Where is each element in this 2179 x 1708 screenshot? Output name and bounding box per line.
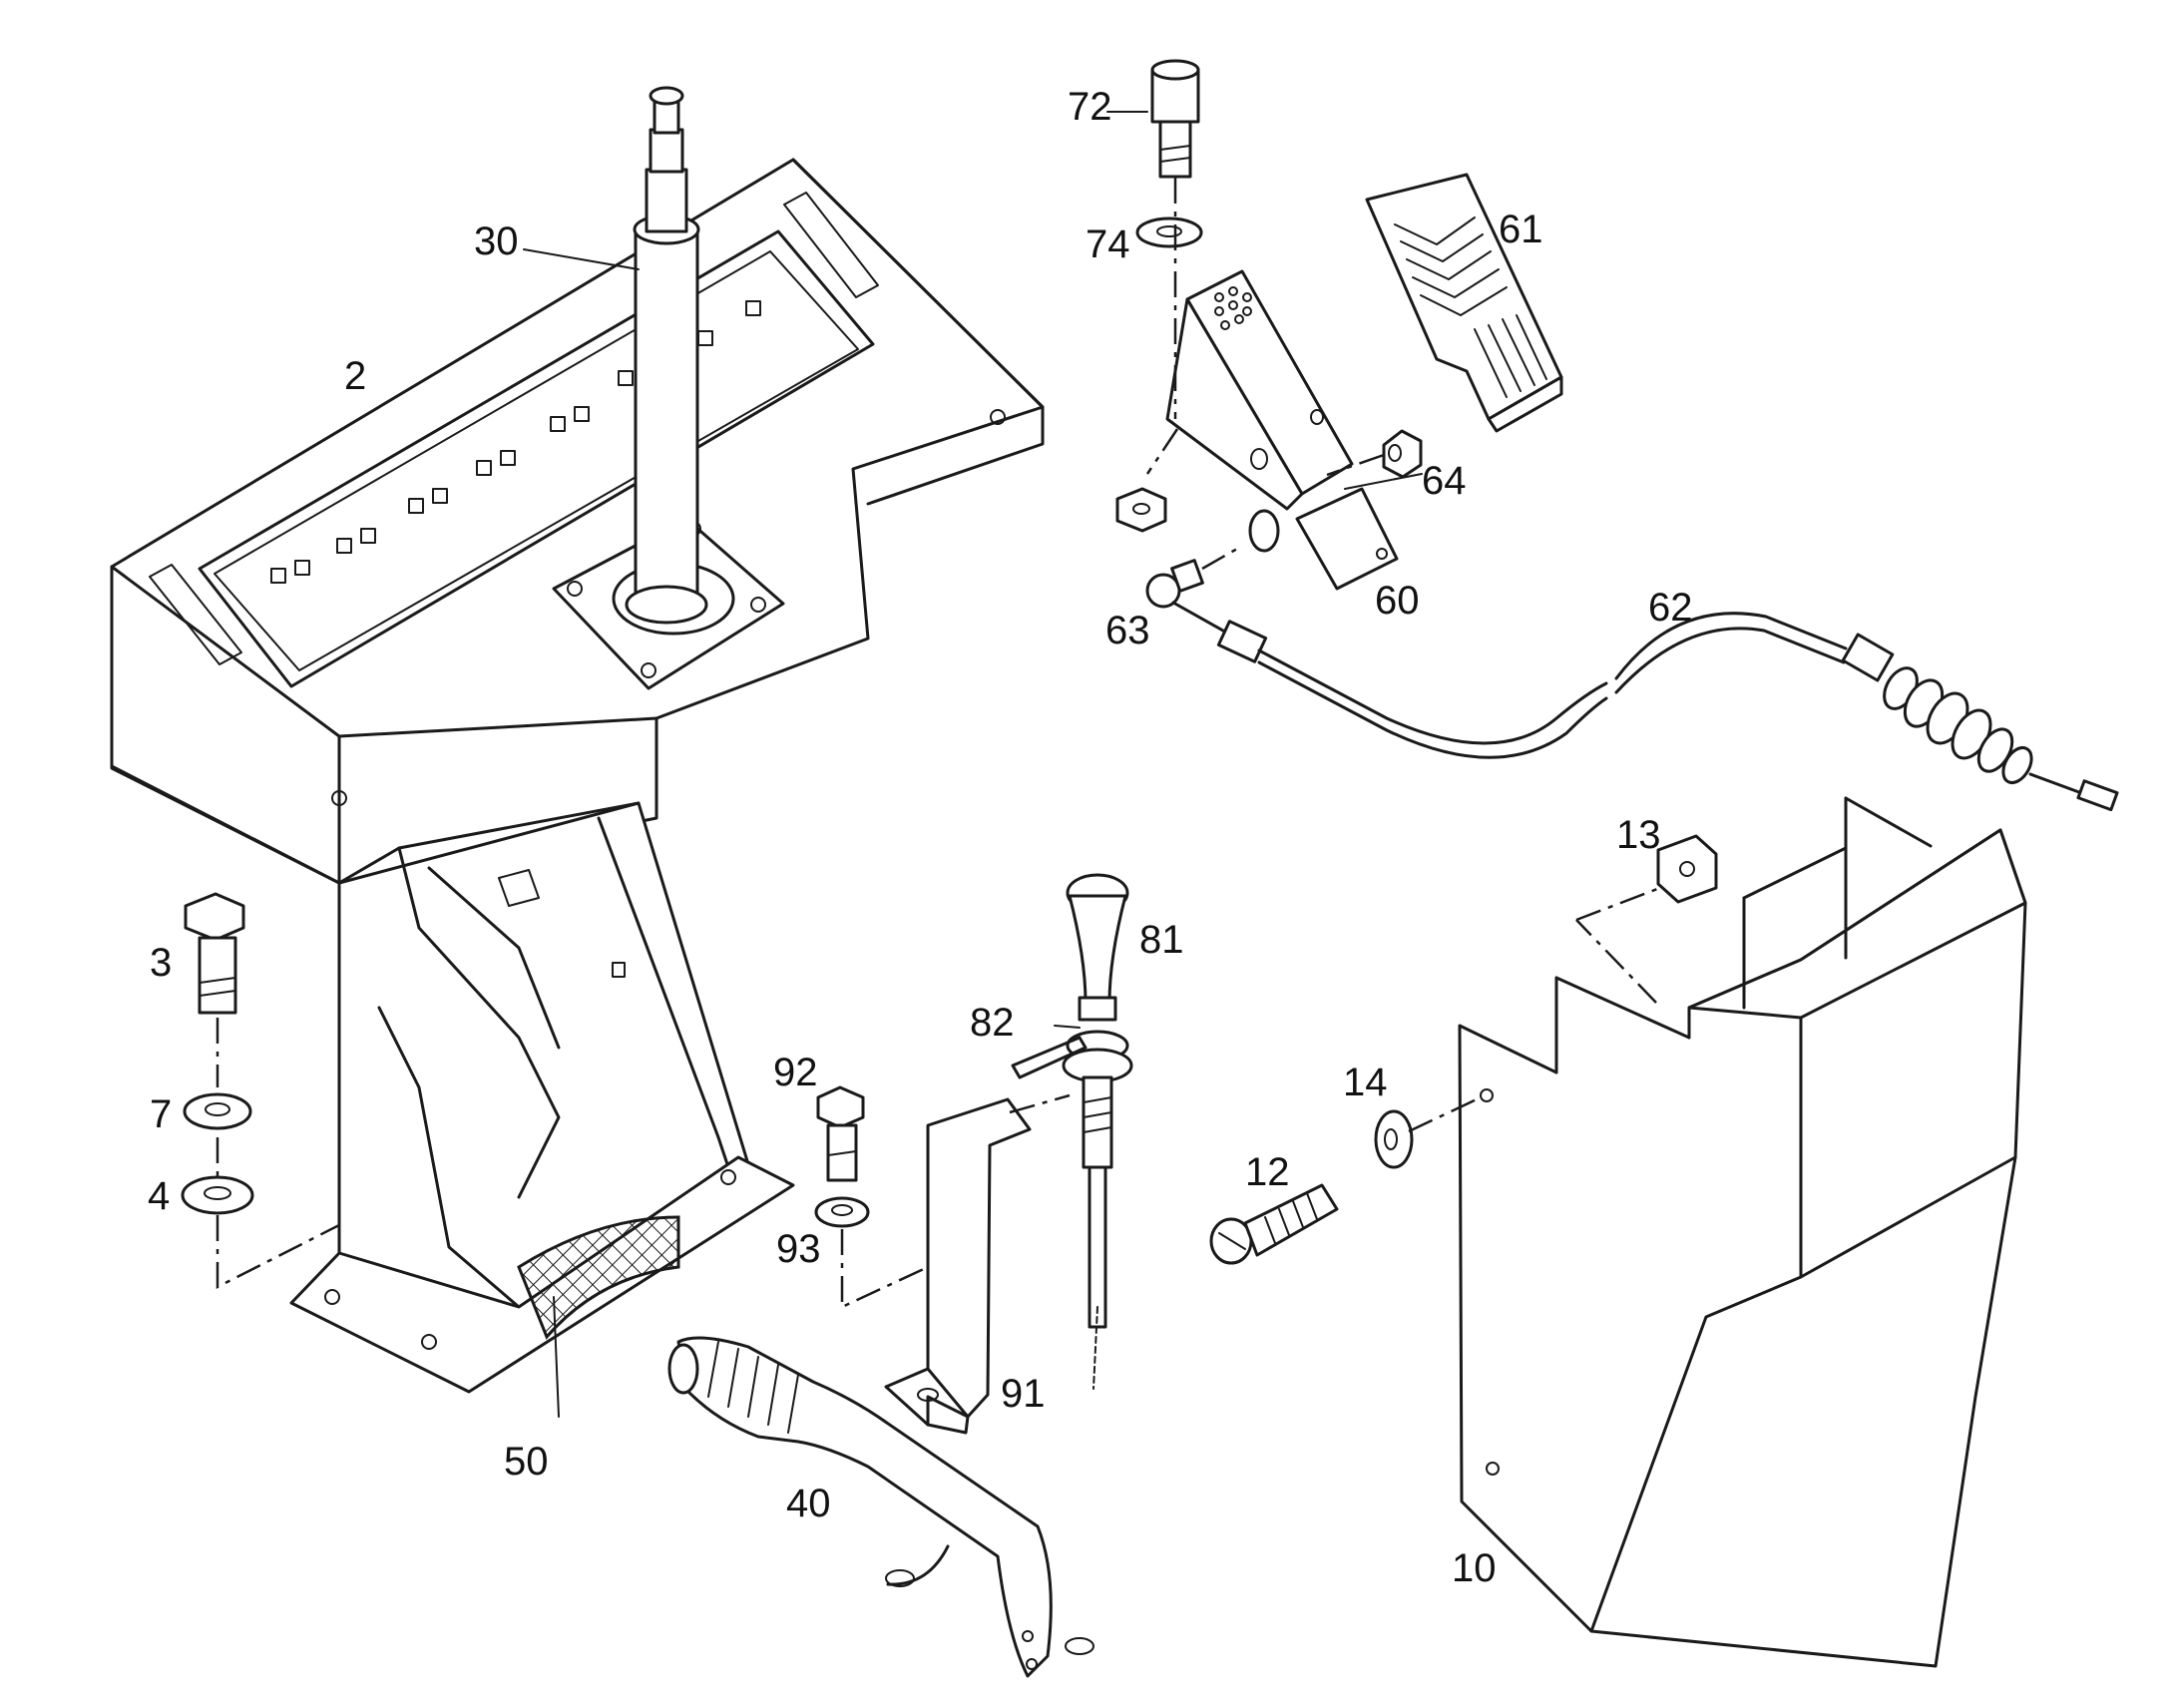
label-14: 14 bbox=[1343, 1061, 1388, 1104]
label-81: 81 bbox=[1139, 918, 1184, 962]
part-labels: 2 30 72 74 61 64 60 63 62 13 81 82 92 93… bbox=[148, 85, 1693, 1590]
label-40: 40 bbox=[786, 1482, 831, 1525]
nut-left bbox=[1115, 487, 1167, 533]
label-74: 74 bbox=[1086, 222, 1130, 266]
handbrake-lever-40 bbox=[667, 1336, 1094, 1678]
label-60: 60 bbox=[1375, 579, 1420, 623]
cap-screw-72 bbox=[1150, 59, 1200, 179]
accelerator-pedal-60 bbox=[1145, 178, 1399, 591]
label-10: 10 bbox=[1452, 1546, 1497, 1590]
pedal-grip-dots bbox=[1214, 286, 1252, 330]
label-13: 13 bbox=[1616, 813, 1661, 857]
bolt-92 bbox=[816, 1085, 865, 1182]
label-63: 63 bbox=[1105, 609, 1150, 652]
shift-column bbox=[625, 86, 708, 625]
nut-64 bbox=[1326, 429, 1423, 479]
label-2: 2 bbox=[344, 354, 366, 398]
washer-14 bbox=[1374, 1097, 1478, 1169]
pedal-pad-61 bbox=[1365, 173, 1563, 433]
label-72: 72 bbox=[1068, 85, 1112, 129]
label-93: 93 bbox=[776, 1227, 821, 1271]
label-50: 50 bbox=[504, 1440, 549, 1484]
label-61: 61 bbox=[1499, 208, 1543, 251]
bolt-3 bbox=[184, 892, 245, 1015]
pedal-pad-50 bbox=[517, 1215, 680, 1340]
label-82: 82 bbox=[970, 1001, 1015, 1045]
washer-74 bbox=[1135, 216, 1203, 248]
label-91: 91 bbox=[1001, 1372, 1046, 1416]
label-30: 30 bbox=[474, 219, 519, 263]
label-64: 64 bbox=[1422, 459, 1467, 503]
label-7: 7 bbox=[150, 1092, 172, 1136]
washer-7 bbox=[183, 1092, 252, 1130]
bracket-91 bbox=[884, 1093, 1071, 1435]
washer-4 bbox=[181, 1175, 254, 1215]
label-92: 92 bbox=[773, 1051, 818, 1094]
label-12: 12 bbox=[1245, 1150, 1290, 1194]
cover-panel-10 bbox=[1458, 796, 2027, 1668]
leader-lines bbox=[523, 111, 1423, 1418]
label-62: 62 bbox=[1648, 586, 1693, 630]
assembly-line-93 bbox=[840, 1229, 929, 1309]
console-housing bbox=[110, 158, 1045, 1394]
ball-joint-63 bbox=[1145, 547, 1239, 640]
cable-bellows bbox=[1883, 666, 2033, 785]
label-3: 3 bbox=[150, 941, 172, 985]
screw-12 bbox=[1209, 1183, 1339, 1265]
washer-93 bbox=[814, 1196, 870, 1228]
throttle-cable-62 bbox=[1216, 612, 2119, 812]
label-4: 4 bbox=[148, 1174, 170, 1218]
clip-82 bbox=[1011, 1036, 1088, 1079]
choke-knob-81 bbox=[1062, 873, 1133, 1390]
nut-13 bbox=[1656, 834, 1718, 904]
assembly-line-4 bbox=[216, 1215, 340, 1290]
